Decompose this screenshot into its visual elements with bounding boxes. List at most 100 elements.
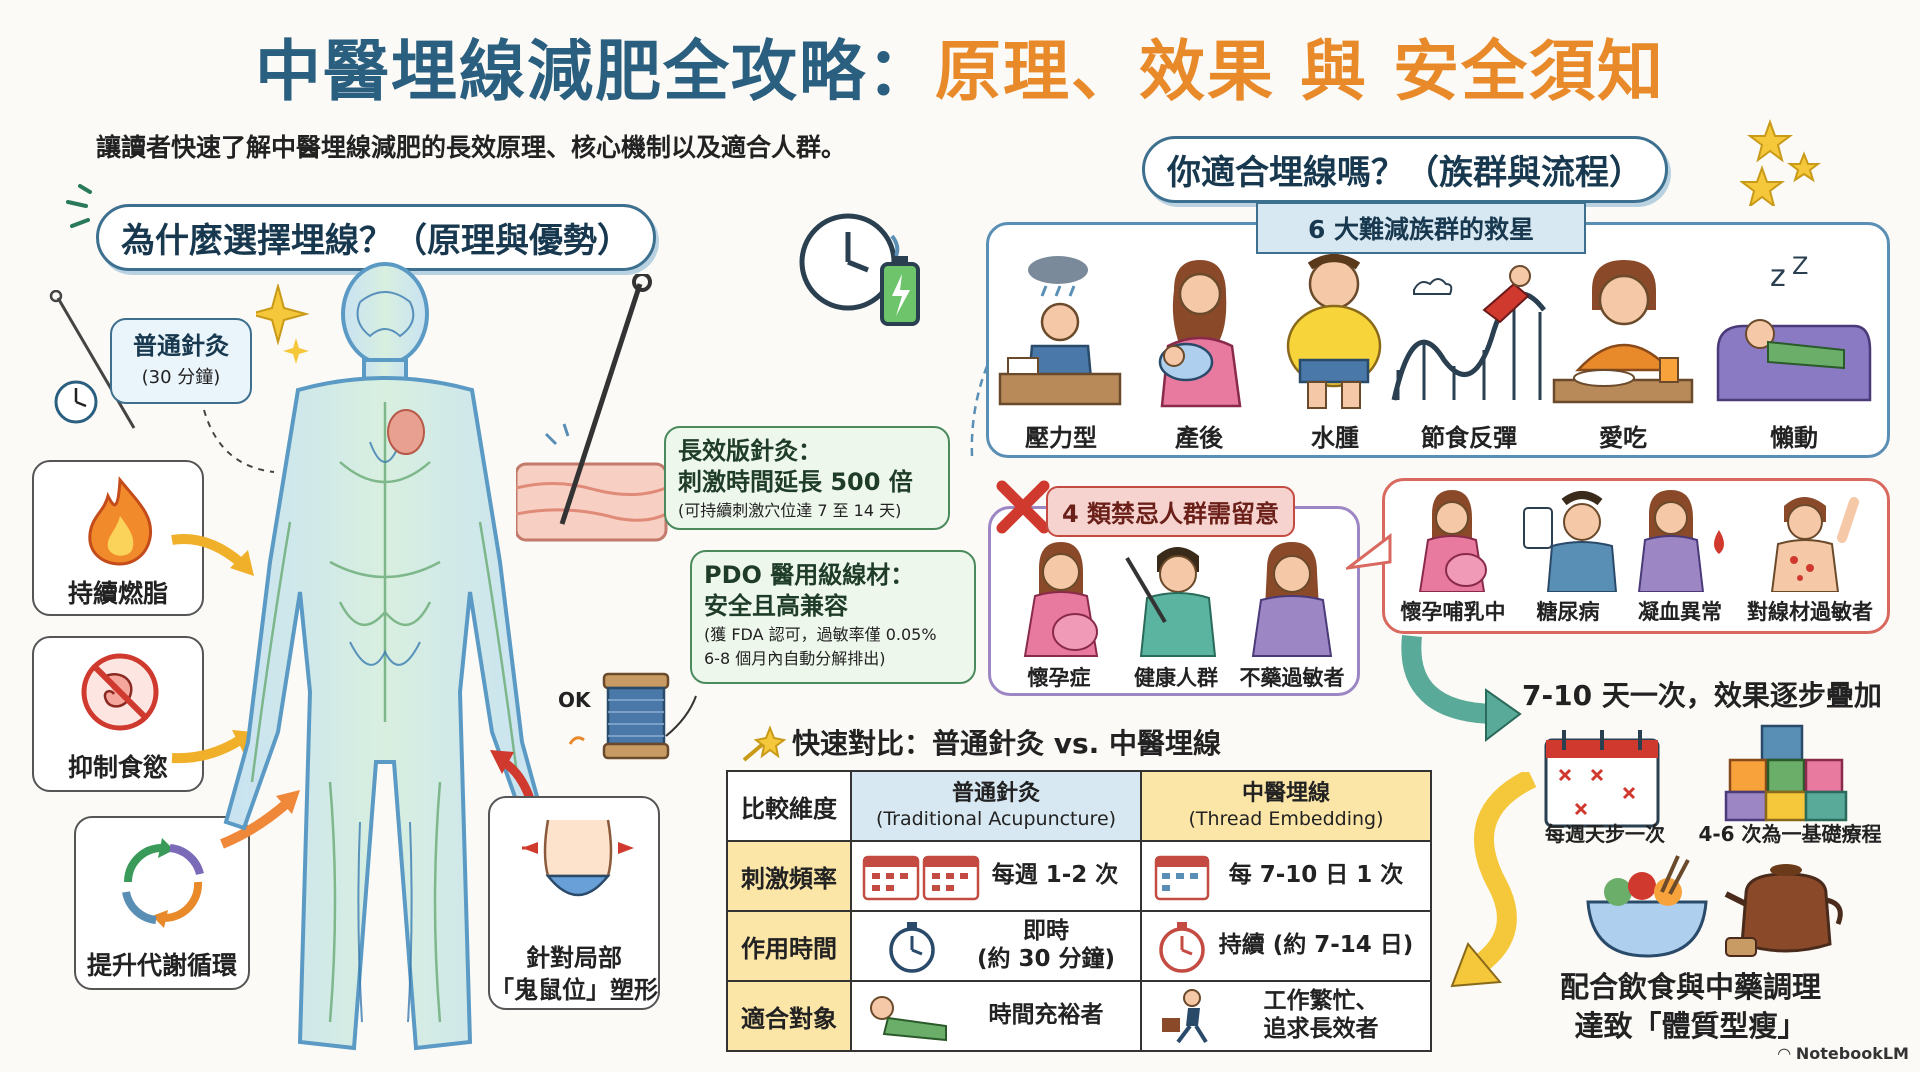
cell-text: 每週 1-2 次 [991, 862, 1119, 889]
relaxing-person-icon [870, 996, 947, 1042]
fire-icon [88, 476, 153, 566]
group-label: 水腫 [1311, 424, 1359, 452]
contra-label: 糖尿病 [1536, 600, 1600, 624]
title-part1: 中醫埋線減肥全攻略： [255, 33, 936, 110]
group-stress: 壓力型 [996, 250, 1126, 453]
blocks-icon [1724, 724, 1848, 822]
contra-pregnancy: 懷孕症 [1004, 538, 1114, 692]
normal-acupuncture-duration: (30 分鐘) [141, 367, 221, 388]
brand-icon: ◠ [1778, 1044, 1796, 1063]
suitability-heading: 你適合埋線嗎？（族群與流程） [1142, 136, 1668, 203]
cell-emb: 持續 (約 7-14 日) [1140, 910, 1432, 982]
svg-text:z: z [1770, 259, 1786, 294]
normal-acupuncture-label: 普通針灸 [133, 332, 229, 360]
contra-diabetes: 糖尿病 [1518, 488, 1618, 626]
benefit-label: 持續燃脂 [67, 579, 168, 608]
cell-text: 時間充裕者 [988, 1002, 1104, 1029]
contra-label: 凝血異常 [1638, 600, 1722, 624]
yellow-arrow-icon [1450, 772, 1537, 988]
frequency-text: 7-10 天一次，效果逐步疊加 [1522, 679, 1882, 712]
contra-label: 對線材過敏者 [1747, 600, 1873, 624]
thread-spool-icon [568, 672, 697, 760]
final-line2: 達致「體質型瘦」 [1574, 1009, 1807, 1044]
sparkle-lines-icon [66, 184, 92, 228]
mother-baby-icon [1158, 260, 1242, 408]
comparison-table: 比較維度 普通針灸 (Traditional Acupuncture) 中醫埋線… [726, 770, 1432, 1052]
cell-text: 每 7-10 日 1 次 [1228, 862, 1404, 889]
long-acting-box: 長效版針灸： 刺激時間延長 500 倍 (可持續刺激穴位達 7 至 14 天) [664, 426, 950, 530]
healthy-man-syringe-icon [1125, 547, 1217, 657]
comparison-title: 快速對比：普通針灸 vs. 中醫埋線 [792, 727, 1222, 760]
pdo-box: PDO 醫用級線材： 安全且高兼容 (獲 FDA 認可，過敏率僅 0.05% 6… [690, 550, 976, 684]
pdo-line1: PDO 醫用級線材： [704, 561, 915, 589]
cell-text: 持續 (約 7-14 日) [1218, 932, 1414, 959]
brand-text: NotebookLM [1795, 1044, 1909, 1063]
allergic-person-icon [1251, 542, 1333, 657]
rollercoaster-icon [1391, 265, 1546, 401]
cell-emb: 工作繁忙、 追求長效者 [1140, 980, 1432, 1052]
red-x-icon [996, 480, 1050, 534]
allergy-rash-icon [1770, 497, 1859, 593]
group-label: 愛吃 [1599, 424, 1647, 452]
target-area-box: 針對局部 「鬼鼠位」塑形 [488, 796, 660, 1010]
glucose-meter-icon [1523, 491, 1618, 593]
course-text: 4-6 次為一基礎療程 [1698, 822, 1882, 846]
group-label: 壓力型 [1025, 424, 1097, 452]
page-subtitle: 讓讀者快速了解中醫埋線減肥的長效原理、核心機制以及適合人群。 [96, 133, 847, 162]
pregnant-woman-icon [1023, 542, 1099, 657]
header-emb-label: 中醫埋線 [1241, 781, 1330, 807]
table-row: 適合對象 時間充裕者 工作繁忙、 追求長效者 [726, 980, 1432, 1052]
clock-battery-icon [799, 213, 920, 326]
no-stomach-icon [81, 653, 159, 731]
title-part2: 原理、效果 與 安全須知 [935, 33, 1665, 110]
group-edema: 水腫 [1270, 250, 1400, 453]
contra-label: 懷孕症 [1027, 666, 1091, 690]
benefit-metabolism: 提升代謝循環 [74, 816, 250, 990]
row-label: 適合對象 [726, 980, 852, 1052]
cell-text: 工作繁忙、 追求長效者 [1222, 988, 1420, 1043]
brand-label: ◠ NotebookLM [1778, 1044, 1909, 1063]
group-foodie: 愛吃 [1548, 250, 1698, 453]
header-embedding: 中醫埋線 (Thread Embedding) [1140, 770, 1432, 842]
cell-text: 即時 (約 30 分鐘) [962, 918, 1130, 973]
cell-line2: 追求長效者 [1263, 1016, 1379, 1042]
contra-healthy: 健康人群 [1116, 538, 1236, 692]
benefit-suppress-appetite: 抑制食慾 [32, 636, 204, 792]
contra-pregnant-nursing: 懷孕哺乳中 [1392, 488, 1514, 626]
group-label: 產後 [1175, 424, 1223, 452]
bubble-tail [1346, 532, 1392, 570]
sparkle-arrow-icon [742, 725, 786, 762]
human-body-illustration [223, 262, 547, 1051]
group-label: 懶動 [1770, 424, 1818, 452]
couch-person-icon: z Z [1716, 252, 1872, 402]
header-acupuncture: 普通針灸 (Traditional Acupuncture) [850, 770, 1142, 842]
cell-line1: 工作繁忙、 [1263, 988, 1379, 1015]
needle-clock-icon [49, 290, 136, 429]
final-summary: 配合飲食與中藥調理 達致「體質型瘦」 [1560, 968, 1821, 1046]
target-line1: 針對局部 [526, 944, 622, 972]
groups-ribbon: 6 大難減族群的救星 [1256, 202, 1586, 254]
contra-label: 健康人群 [1134, 666, 1218, 690]
cell-acu: 每週 1-2 次 [850, 840, 1142, 912]
table-header-row: 比較維度 普通針灸 (Traditional Acupuncture) 中醫埋線… [726, 770, 1432, 842]
stopwatch-icon [1159, 922, 1205, 973]
needle-skin-icon [516, 274, 668, 542]
arrow-up-right-icon [220, 790, 300, 849]
contra-label: 不藥過敏者 [1239, 666, 1345, 690]
contra-thread-allergy: 對線材過敏者 [1736, 488, 1884, 626]
long-acting-line1: 長效版針灸： [678, 437, 822, 465]
normal-acupuncture-box: 普通針灸 (30 分鐘) [110, 318, 252, 404]
contraindication-tag: 4 類禁忌人群需留意 [1046, 486, 1296, 537]
waist-icon [522, 819, 634, 897]
row-label: 作用時間 [726, 910, 852, 982]
pregnant-woman-icon [1418, 490, 1487, 593]
running-businessman-icon [1162, 989, 1208, 1044]
pdo-note2: 6-8 個月內自動分解排出) [704, 648, 886, 668]
header-acu-label: 普通針灸 [951, 781, 1040, 807]
pdo-line2: 安全且高兼容 [704, 592, 848, 621]
group-label: 節食反彈 [1421, 424, 1517, 452]
pdo-note1: (獲 FDA 認可，過敏率僅 0.05% [704, 625, 937, 645]
contra-allergy: 不藥過敏者 [1230, 538, 1354, 692]
final-line1: 配合飲食與中藥調理 [1560, 970, 1822, 1004]
blood-drop-person-icon [1637, 490, 1724, 593]
